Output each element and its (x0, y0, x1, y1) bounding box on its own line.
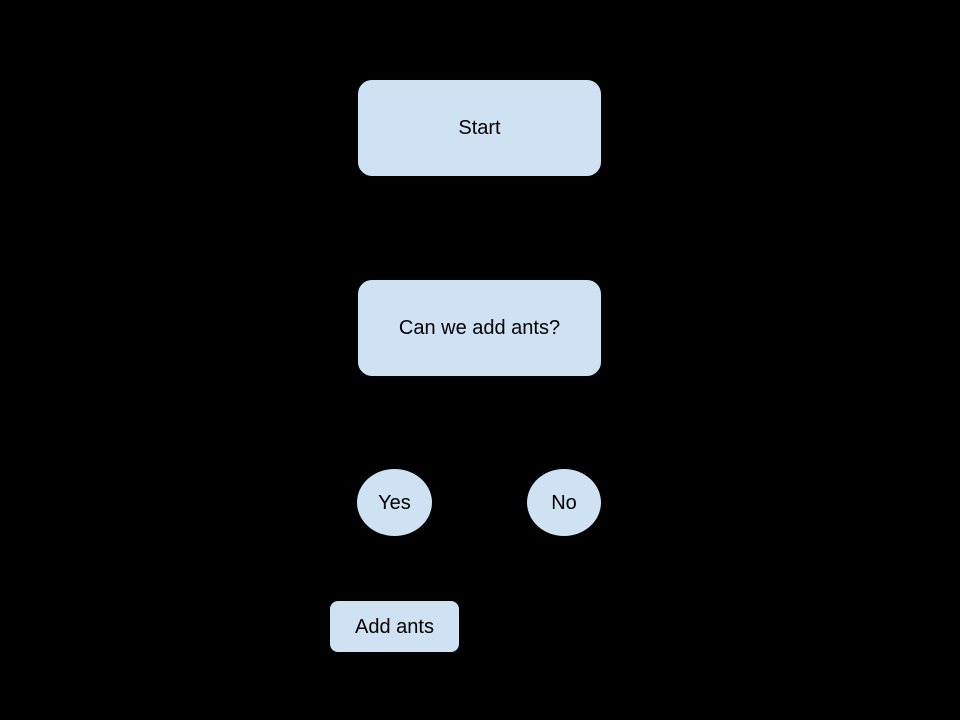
flowchart-node-start: Start (356, 78, 603, 178)
flowchart-node-yes-label: Yes (378, 491, 411, 514)
flowchart-node-add-ants-label: Add ants (355, 615, 434, 638)
flowchart-node-no-label: No (551, 491, 577, 514)
flowchart-node-start-label: Start (458, 117, 501, 139)
flowchart-node-question: Can we add ants? (356, 278, 603, 378)
flowchart-node-yes: Yes (355, 467, 434, 538)
flowchart-node-add-ants: Add ants (328, 599, 461, 654)
flowchart-node-no: No (525, 467, 603, 538)
flowchart-node-question-label: Can we add ants? (398, 317, 561, 339)
